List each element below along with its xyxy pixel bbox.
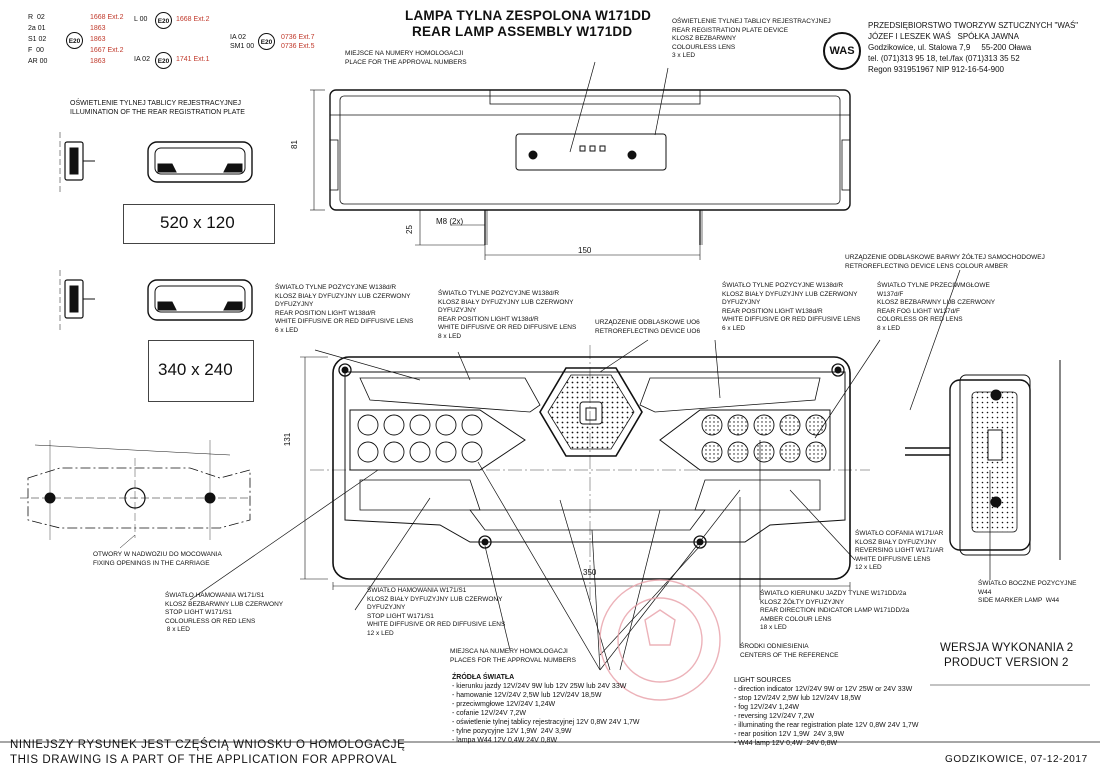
label-position-mid: ŚWIATŁO TYLNE POZYCYJNE W138d/R KLOSZ BI… xyxy=(438,290,577,340)
approval-code-l: L 00 xyxy=(134,16,148,23)
dim-150: 150 xyxy=(578,246,592,255)
size-box-1 xyxy=(123,204,275,244)
small-plate-lamp-front xyxy=(147,141,253,183)
company-registry: Regon 931951967 NIP 912-16-54-900 xyxy=(868,65,1004,74)
approval-code-3: S1 02 xyxy=(28,36,47,43)
label-approval-place-bottom: MIEJSCA NA NUMERY HOMOLOGACJI PLACES FOR… xyxy=(450,648,576,664)
approval-number-4: 1667 Ext.2 xyxy=(90,47,124,54)
title-english: REAR LAMP ASSEMBLY W171DD xyxy=(412,24,633,39)
approval-code-2: 2a 01 xyxy=(28,25,46,32)
version-english: PRODUCT VERSION 2 xyxy=(944,657,1069,669)
sources-pl-item-6: - tylne pozycyjne 12V 1,9W 24V 3,9W xyxy=(452,728,572,735)
title-polish: LAMPA TYLNA ZESPOLONA W171DD xyxy=(405,8,652,23)
approval-number-ia: 0736 Ext.7 xyxy=(281,34,315,41)
small-plate-lamp-front-2 xyxy=(147,279,253,321)
sources-pl-item-2: - hamowanie 12V/24V 2,5W lub 12V/24V 18,… xyxy=(452,692,602,699)
dim-25: 25 xyxy=(404,225,414,234)
approval-number-2: 1863 xyxy=(90,25,106,32)
size-340x240: 340 x 240 xyxy=(158,360,233,379)
e20-emblem-icon: E20 xyxy=(258,33,275,50)
dim-131: 131 xyxy=(283,432,293,447)
dim-81: 81 xyxy=(289,140,299,149)
sources-en-item-3: - fog 12V/24V 1,24W xyxy=(734,704,799,711)
e20-emblem-icon: E20 xyxy=(66,32,83,49)
label-reversing: ŚWIATŁO COFANIA W171/AR KLOSZ BIAŁY DYFU… xyxy=(855,530,944,572)
label-position-left: ŚWIATŁO TYLNE POZYCYJNE W138d/R KLOSZ BI… xyxy=(275,284,414,334)
approval-code-1: R 02 xyxy=(28,14,45,21)
label-mounting-holes: OTWORY W NADWOZIU DO MOCOWANIA FIXING OP… xyxy=(93,551,222,567)
company-phone: tel. (071)313 95 18, tel./fax (071)313 3… xyxy=(868,54,1020,63)
label-stop-mid: ŚWIATŁO HAMOWANIA W171/S1 KLOSZ BIAŁY DY… xyxy=(367,587,506,637)
company-logo-text: WAS xyxy=(829,45,855,57)
small-plate-lamp-side xyxy=(59,132,95,195)
front-view-dimensions xyxy=(300,345,870,600)
label-plate-illumination: OŚWIETLENIE TYLNEJ TABLICY REJESTRACYJNE… xyxy=(70,100,245,116)
e20-emblem-icon: E20 xyxy=(155,52,172,69)
footer-english: THIS DRAWING IS A PART OF THE APPLICATIO… xyxy=(10,754,398,766)
sources-pl-item-4: - cofanie 12V/24V 7,2W xyxy=(452,710,526,717)
top-view-lamp xyxy=(329,89,851,245)
sources-en-heading: LIGHT SOURCES xyxy=(734,677,792,684)
official-stamp xyxy=(599,579,721,701)
label-retro-amber: URZĄDZENIE ODBLASKOWE BARWY ŻÓŁTEJ SAMOC… xyxy=(845,254,1045,270)
sources-en-item-6: - rear position 12V 1,9W 24V 3,9W xyxy=(734,731,845,738)
company-address: Godzikowice, ul. Stalowa 7,9 55-200 Oław… xyxy=(868,43,1032,52)
sources-pl-item-1: - kierunku jazdy 12V/24V 9W lub 12V 25W … xyxy=(452,683,627,690)
approval-code-sm1: SM1 00 xyxy=(230,43,255,50)
approval-number-1: 1668 Ext.2 xyxy=(90,14,124,21)
company-logo-icon: WAS xyxy=(823,32,861,70)
label-retro-center: URZĄDZENIE ODBLASKOWE UO6 RETROREFLECTIN… xyxy=(595,319,701,335)
dim-m8: M8 (2x) xyxy=(436,217,464,226)
label-position-right: ŚWIATŁO TYLNE POZYCYJNE W138d/R KLOSZ BI… xyxy=(722,282,861,332)
mounting-holes-diagram xyxy=(20,440,251,549)
approval-code-5: AR 00 xyxy=(28,58,48,65)
approval-number-5: 1863 xyxy=(90,58,106,65)
sources-pl-item-3: - przeciwmgłowe 12V/24V 1,24W xyxy=(452,701,556,708)
sources-en-item-2: - stop 12V/24V 2,5W lub 12V/24V 18,5W xyxy=(734,695,861,702)
leader-lines xyxy=(189,61,991,671)
size-box-2 xyxy=(148,340,254,402)
sources-pl-heading: ŹRÓDŁA ŚWIATŁA xyxy=(452,674,515,681)
sources-en-item-1: - direction indicator 12V/24V 9W or 12V … xyxy=(734,686,913,693)
company-name: PRZEDSIĘBIORSTWO TWORZYW SZTUCZNYCH "WAŚ… xyxy=(868,21,1079,30)
sources-pl-item-5: - oświetlenie tylnej tablicy rejestracyj… xyxy=(452,719,640,726)
company-owners: JÓZEF I LESZEK WAŚ SPÓŁKA JAWNA xyxy=(868,32,1019,41)
label-reference-centers: ŚRODKI ODNIESIENIA CENTERS OF THE REFERE… xyxy=(740,643,839,659)
approval-code-4: F 00 xyxy=(28,47,44,54)
label-stop-left: ŚWIATŁO HAMOWANIA W171/S1 KLOSZ BEZBARWN… xyxy=(165,592,284,634)
sources-en-item-4: - reversing 12V/24V 7,2W xyxy=(734,713,815,720)
approval-number-l: 1668 Ext.2 xyxy=(176,16,210,23)
side-view-lamp xyxy=(905,360,1061,560)
version-polish: WERSJA WYKONANIA 2 xyxy=(940,642,1074,654)
label-approval-place-top: MIEJSCE NA NUMERY HOMOLOGACJI PLACE FOR … xyxy=(345,50,467,66)
label-side-marker: ŚWIATŁO BOCZNE POZYCYJNE W44 SIDE MARKER… xyxy=(978,580,1077,605)
sources-pl-item-7: - lampa W44 12V 0,4W 24V 0,8W xyxy=(452,737,558,744)
label-direction-indicator: ŚWIATŁO KIERUNKU JAZDY TYLNE W171DD/2a K… xyxy=(760,590,910,632)
small-plate-lamp-side-2 xyxy=(59,270,95,333)
approval-code-ia2: IA 02 xyxy=(134,56,150,63)
sources-en-item-7: - W44 lamp 12V 0,4W 24V 0,8W xyxy=(734,740,838,747)
label-plate-device: OŚWIETLENIE TYLNEJ TABLICY REJESTRACYJNE… xyxy=(672,18,831,60)
dim-350: 350 xyxy=(583,568,597,577)
e20-emblem-icon: E20 xyxy=(155,12,172,29)
approval-number-ia2: 1741 Ext.1 xyxy=(176,56,210,63)
label-fog-light: ŚWIATŁO TYLNE PRZECIWMGŁOWE W137d/F KLOS… xyxy=(877,282,996,332)
size-520x120: 520 x 120 xyxy=(160,213,235,232)
sources-en-item-5: - illuminating the rear registration pla… xyxy=(734,722,919,729)
approval-number-3: 1863 xyxy=(90,36,106,43)
footer-polish: NINIEJSZY RYSUNEK JEST CZĘŚCIĄ WNIOSKU O… xyxy=(10,739,406,751)
front-view-lamp xyxy=(332,356,851,580)
led-cluster-left xyxy=(357,414,483,463)
footer-place-date: GODZIKOWICE, 07-12-2017 xyxy=(945,754,1088,765)
top-view-dimensions xyxy=(310,89,701,260)
approval-code-ia: IA 02 xyxy=(230,34,246,41)
approval-number-sm1: 0736 Ext.5 xyxy=(281,43,315,50)
led-cluster-right xyxy=(701,414,827,463)
